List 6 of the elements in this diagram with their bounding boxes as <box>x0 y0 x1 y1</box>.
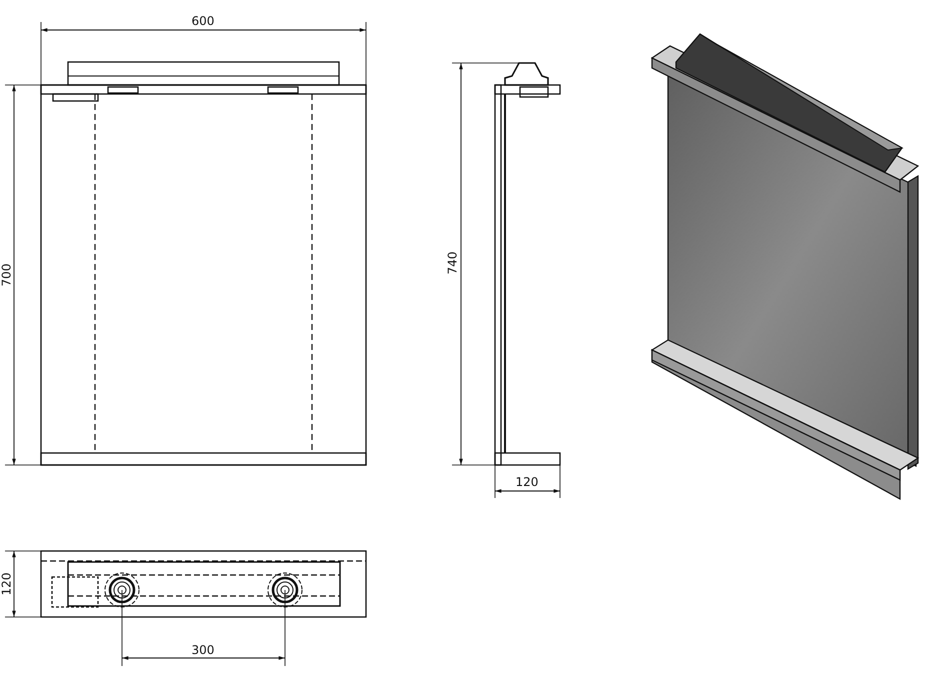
dimension-label: 740 <box>444 252 459 274</box>
dimension-label: 120 <box>0 572 13 596</box>
dimension-label: 120 <box>516 475 538 489</box>
dimension-label: 600 <box>192 14 214 28</box>
dimension-label: 700 <box>0 264 13 286</box>
dimension-label: 300 <box>192 643 214 657</box>
